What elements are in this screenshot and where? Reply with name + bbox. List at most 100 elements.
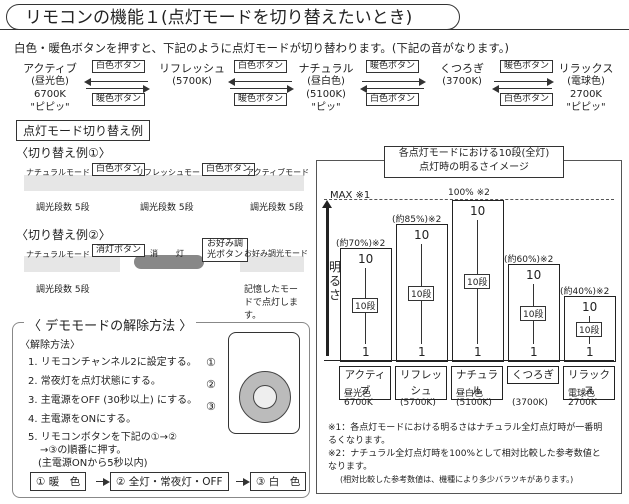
mode-under-label: (5700K) bbox=[400, 398, 436, 408]
chart-title-line: 点灯時の明るさイメージ bbox=[419, 162, 529, 173]
demo-step: 3. 主電源をOFF (30秒以上) にする。 bbox=[28, 395, 198, 406]
mode-under-label: 電球色 bbox=[568, 389, 596, 399]
arrow-right bbox=[494, 77, 554, 86]
example1-label: ナチュラルモード bbox=[26, 168, 90, 177]
bar-top-step: 10 bbox=[582, 300, 598, 314]
y-axis-label: 明るさ bbox=[329, 260, 342, 302]
example2-title: 〈切り替え例②〉 bbox=[16, 228, 111, 242]
demo-step: (主電源ONから5秒以内) bbox=[38, 458, 148, 469]
example2-bar bbox=[24, 256, 120, 272]
warm-button-label: 暖色ボタン bbox=[92, 93, 146, 106]
mode-under-label: 2700K bbox=[568, 398, 597, 408]
mode-under-label: (5100K) bbox=[456, 398, 492, 408]
marker-3: ③ bbox=[206, 400, 216, 413]
mode-active: アクティブ(昼光色) 6700K"ピピッ" bbox=[23, 62, 77, 113]
example1-bar bbox=[24, 175, 304, 191]
bar-value-label: (約85%)※2 bbox=[392, 215, 442, 225]
mode-category-label: リラックス bbox=[563, 366, 615, 400]
bar-bottom-step: 1 bbox=[530, 345, 538, 359]
off-state-bar bbox=[134, 255, 204, 269]
seq-arrow bbox=[236, 477, 250, 486]
intro-text: 白色・暖色ボタンを押すと、下記のように点灯モードが切り替わります。(下記の音がな… bbox=[14, 41, 509, 55]
seq-arrow bbox=[96, 477, 110, 486]
max-label: MAX ※1 bbox=[330, 190, 371, 201]
demo-step: →③の順番に押す。 bbox=[40, 445, 127, 456]
mode-natural: ナチュラル(昼白色) (5100K)"ピッ" bbox=[298, 62, 354, 113]
remote-illustration bbox=[228, 332, 300, 434]
demo-step: 1. リモコンチャンネル2に設定する。 bbox=[28, 357, 197, 368]
dim-steps: 調光段数 5段 bbox=[250, 203, 304, 213]
white-button-label: 白色ボタン bbox=[234, 60, 288, 73]
arrow-left bbox=[492, 84, 552, 93]
mode-relax: リラックス(電球色) 2700K"ピピッ" bbox=[558, 62, 614, 113]
marker-2: ② bbox=[206, 378, 216, 391]
bar-step-label: 10段 bbox=[464, 274, 491, 289]
bar-step-label: 10段 bbox=[520, 306, 547, 321]
favorite-button-label: お好み調光ボタン bbox=[202, 238, 248, 262]
off-button-label: 消灯ボタン bbox=[92, 244, 146, 257]
memory-note: 記憶したモードで点灯します。 bbox=[244, 285, 299, 321]
bar-top-step: 10 bbox=[358, 252, 374, 266]
demo-title: 〈 デモモードの解除方法 〉 bbox=[24, 315, 197, 334]
white-button-label: 白色ボタン bbox=[92, 163, 146, 176]
bar-value-label: (約70%)※2 bbox=[336, 239, 386, 249]
mode-category-label: ナチュラル bbox=[451, 366, 503, 400]
bar-step-label: 10段 bbox=[576, 322, 603, 337]
bar-bottom-step: 1 bbox=[474, 345, 482, 359]
mode-under-label: (3700K) bbox=[512, 398, 548, 408]
mode-under-label: 昼白色 bbox=[456, 389, 484, 399]
bar-value-label: 100% ※2 bbox=[448, 188, 490, 198]
demo-subtitle: 〈解除方法〉 bbox=[20, 340, 80, 351]
note-1: ※1：各点灯モードにおける明るさはナチュラル全灯点灯時が一番明るくなります。 bbox=[328, 423, 603, 446]
bar-bottom-step: 1 bbox=[418, 345, 426, 359]
chart-title-line: 各点灯モードにおける10段(全灯) bbox=[398, 148, 550, 159]
example2-label: ナチュラルモード bbox=[26, 250, 90, 259]
note-2: ※2：ナチュラル全灯点灯時を100%として相対比較した参考数値となります。 bbox=[328, 449, 601, 472]
bar-value-label: (約40%)※2 bbox=[560, 287, 610, 297]
mode-category-label: アクティブ bbox=[339, 366, 391, 400]
warm-button-label: 暖色ボタン bbox=[500, 60, 554, 73]
dim-steps: 調光段数 5段 bbox=[36, 285, 90, 295]
chart-title-box: 各点灯モードにおける10段(全灯) 点灯時の明るさイメージ bbox=[384, 146, 564, 178]
bar-top-step: 10 bbox=[526, 268, 542, 282]
remote-center-button bbox=[253, 385, 277, 409]
arrow-right bbox=[230, 84, 294, 93]
y-axis-arrow bbox=[326, 204, 329, 356]
example2-bar bbox=[240, 256, 304, 272]
white-button-label: 白色ボタン bbox=[500, 93, 554, 106]
bar-step-label: 10段 bbox=[408, 286, 435, 301]
white-button-label: 白色ボタン bbox=[202, 163, 256, 176]
seq-power-button: ② 全灯・常夜灯・OFF bbox=[110, 472, 229, 491]
arrow-right bbox=[362, 77, 426, 86]
arrow-left bbox=[84, 77, 148, 86]
marker-1: ① bbox=[206, 356, 216, 369]
mode-category-label: リフレッシュ bbox=[395, 366, 447, 400]
off-label: 消 bbox=[150, 249, 158, 258]
dim-steps: 調光段数 5段 bbox=[36, 203, 90, 213]
demo-step: 4. 主電源をONにする。 bbox=[28, 414, 137, 425]
example1-label: リフレッシュモード bbox=[136, 168, 208, 177]
seq-warm-button: ① 暖 色 bbox=[30, 472, 87, 491]
page-title: リモコンの機能１(点灯モードを切り替えたいとき) bbox=[6, 4, 460, 30]
examples-header: 点灯モード切り替え例 bbox=[16, 120, 151, 141]
chart-baseline bbox=[324, 360, 614, 361]
y-axis-arrowhead bbox=[322, 200, 332, 208]
warm-button-label: 暖色ボタン bbox=[366, 60, 420, 73]
demo-step: 5. リモコンボタンを下記の①→② bbox=[28, 432, 178, 443]
demo-step: 2. 常夜灯を点灯状態にする。 bbox=[28, 376, 161, 387]
warm-button-label: 暖色ボタン bbox=[234, 93, 288, 106]
bar-bottom-step: 1 bbox=[586, 345, 594, 359]
example1-title: 〈切り替え例①〉 bbox=[16, 146, 111, 160]
arrow-left bbox=[360, 84, 424, 93]
white-button-label: 白色ボタン bbox=[92, 60, 146, 73]
mode-under-label: 昼光色 bbox=[344, 389, 372, 399]
mode-refresh: リフレッシュ(5700K) bbox=[159, 62, 225, 87]
mode-under-label: 6700K bbox=[344, 398, 373, 408]
dim-steps: 調光段数 5段 bbox=[140, 203, 194, 213]
bar-top-step: 10 bbox=[414, 228, 430, 242]
mode-kutsurogi: くつろぎ(3700K) bbox=[440, 62, 484, 87]
bar-value-label: (約60%)※2 bbox=[504, 255, 554, 265]
example2-label: お好み調光モード bbox=[244, 249, 308, 258]
bar-step-label: 10段 bbox=[352, 298, 379, 313]
max-line bbox=[324, 199, 614, 200]
